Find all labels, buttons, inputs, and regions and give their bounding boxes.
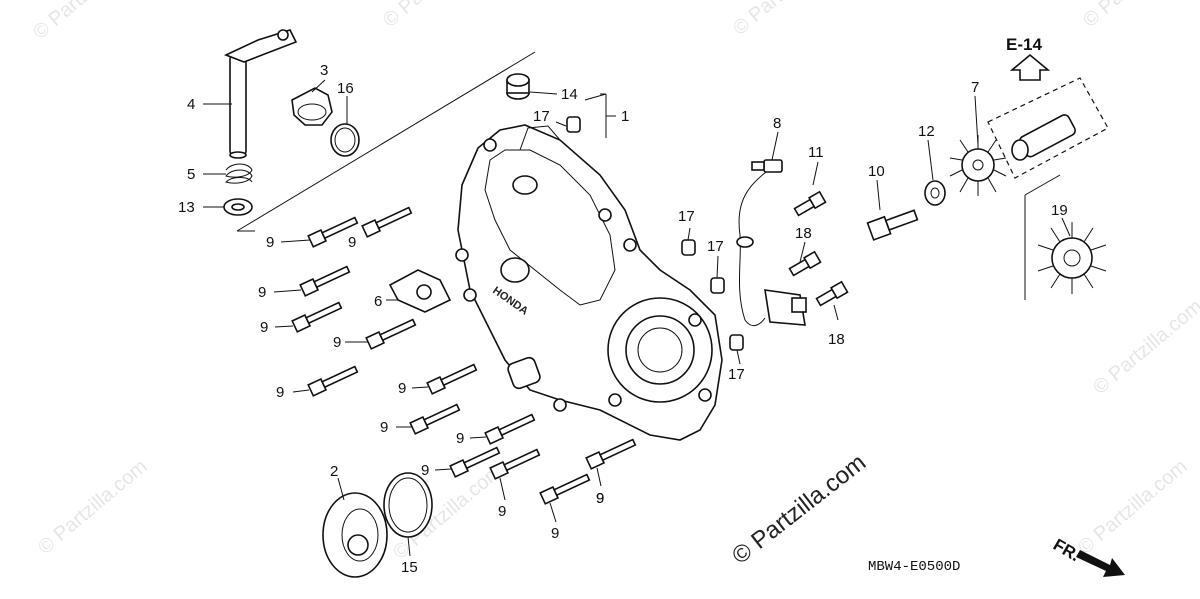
callout-9: 9 [498,503,506,520]
grommet-14 [506,73,530,100]
callout-12: 12 [918,123,935,140]
callout-19: 19 [1051,202,1068,219]
bolt-10 [866,209,919,241]
oil-filler-cap [291,87,333,126]
callout-9: 9 [333,334,341,351]
crankshaft-end [1011,114,1076,161]
watermark-tile: © Partzilla.com [379,0,496,32]
flange-bolts [291,206,637,505]
leader-lines [203,79,1071,557]
callout-10: 10 [868,163,885,180]
watermark-tile: © Partzilla.com [1089,295,1200,398]
assembly-frame [236,51,1109,300]
bolt-11 [793,190,827,217]
callout-11: 11 [808,144,824,161]
callout-18: 18 [795,225,812,242]
watermark-main: © Partzilla.com [727,449,871,570]
callout-9: 9 [260,319,268,336]
callout-5: 5 [187,166,195,183]
callout-9: 9 [551,525,559,542]
callout-9: 9 [398,380,406,397]
callout-14: 14 [561,86,578,103]
washer-13 [223,198,253,216]
guide-plate [388,269,452,313]
watermark-tile: © Partzilla.com [1074,455,1191,558]
diagram-code: MBW4-E0500D [868,559,960,575]
bolt-18 [788,250,822,277]
o-ring-15 [383,472,433,538]
callout-2: 2 [330,463,338,480]
callout-9: 9 [258,284,266,301]
callout-9: 9 [380,419,388,436]
callout-13: 13 [178,199,195,216]
watermark-tile: © Partzilla.com [1079,0,1196,32]
callout-18: 18 [828,331,845,348]
callout-17: 17 [678,208,695,225]
bolt-18 [815,280,849,307]
right-crankcase-cover: HONDA [455,124,723,441]
callouts: 1 2 3 4 5 6 7 8 9 9 9 9 9 9 9 9 9 9 9 9 … [178,62,1068,576]
callout-17: 17 [707,238,724,255]
callout-9: 9 [596,490,604,507]
ref-arrow [1009,53,1051,81]
callout-17: 17 [728,366,745,383]
pulser-rotor [949,135,1007,196]
callout-9: 9 [348,234,356,251]
callout-9: 9 [266,234,274,251]
spring [225,163,253,184]
callout-9: 9 [421,462,429,479]
callout-8: 8 [773,115,781,132]
callout-7: 7 [971,79,979,96]
ref-arrow-label: E-14 [1006,35,1042,54]
callout-15: 15 [401,559,418,576]
washer-12 [924,180,946,206]
callout-1: 1 [621,108,629,125]
pulser-rotor-19 [1037,222,1107,294]
front-arrow [1076,550,1125,577]
callout-6: 6 [374,293,382,310]
watermark-tile: © Partzilla.com [34,455,151,558]
callout-9: 9 [276,384,284,401]
callout-9: 9 [596,490,604,507]
pulse-generator [736,159,807,327]
kick-shaft [223,29,298,159]
watermark-tile: © Partzilla.com [29,0,146,44]
watermark-tile: © Partzilla.com [729,0,846,40]
dowel-pins [566,116,744,351]
callout-9: 9 [456,430,464,447]
timing-hole-cap [322,492,388,578]
callout-4: 4 [187,96,195,113]
callout-17: 17 [533,108,550,125]
callout-16: 16 [337,80,354,97]
callout-3: 3 [320,62,328,79]
